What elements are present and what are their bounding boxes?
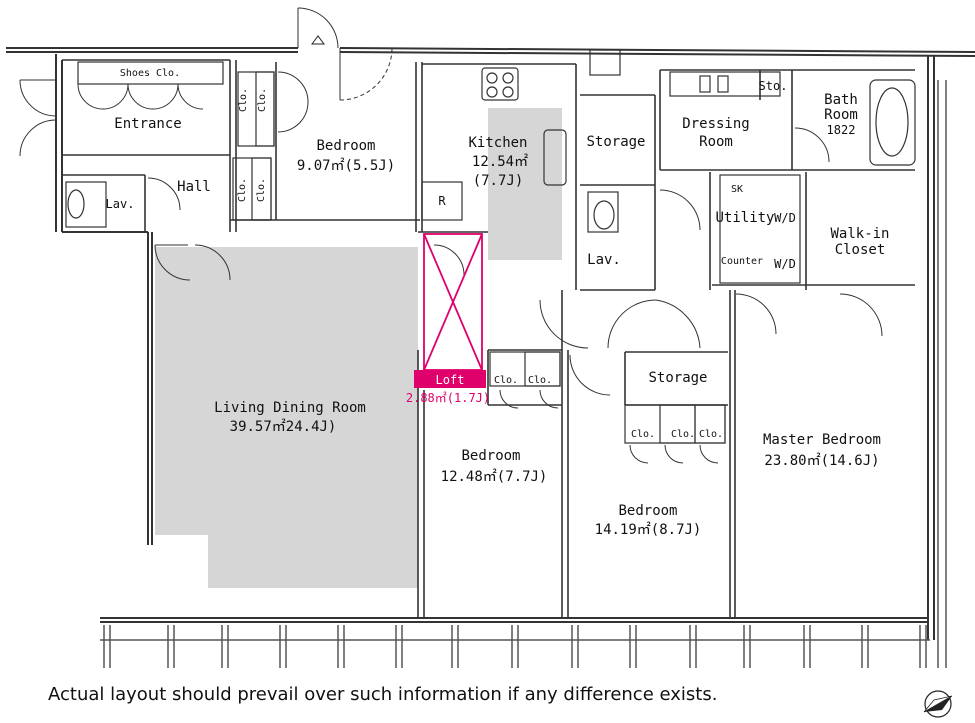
loft-name: Loft — [436, 373, 465, 387]
clo-label-7: Clo. — [631, 429, 655, 440]
interior-walls — [62, 59, 915, 618]
kitchen-name: Kitchen — [468, 135, 527, 151]
bedroom-1-name: Bedroom — [316, 138, 375, 154]
bedroom-2-area: 12.48㎡(7.7J) — [441, 469, 548, 485]
utility-label: Utility — [715, 210, 774, 226]
entrance-arrow-icon — [311, 35, 325, 45]
bath-label-2: Room — [824, 107, 858, 123]
bedroom-1-area: 9.07㎡(5.5J) — [297, 158, 395, 174]
bath-label-3: 1822 — [827, 123, 856, 137]
bedroom-3-name: Bedroom — [618, 503, 677, 519]
storage-top-label: Storage — [586, 134, 645, 150]
door-swings — [19, 7, 883, 464]
loft-area: 2.88㎡(1.7J) — [406, 391, 490, 405]
dressing-label-2: Room — [699, 134, 733, 150]
counter-label: Counter — [721, 256, 763, 267]
kitchen-area: 12.54㎡ — [472, 154, 528, 170]
clo-label-3: Clo. — [237, 178, 248, 202]
clo-label-2: Clo. — [257, 88, 268, 112]
bedroom-3-area: 14.19㎡(8.7J) — [595, 522, 702, 538]
clo-label-5: Clo. — [494, 375, 518, 386]
fixtures — [65, 49, 916, 233]
living-name: Living Dining Room — [214, 400, 366, 416]
dressing-label-1: Dressing — [682, 116, 749, 132]
lav-center-label: Lav. — [587, 252, 621, 268]
sk-label: SK — [731, 184, 743, 195]
wd-label-2: W/D — [774, 257, 796, 271]
north-arrow-icon — [923, 690, 953, 718]
walkin-label-1: Walk-in — [830, 226, 889, 242]
master-bedroom-area: 23.80㎡(14.6J) — [764, 453, 879, 469]
clo-label-6: Clo. — [528, 375, 552, 386]
outer-walls — [6, 47, 975, 640]
storage-mid-label: Storage — [648, 370, 707, 386]
clo-label-1: Clo. — [238, 88, 249, 112]
disclaimer-note: Actual layout should prevail over such i… — [48, 684, 718, 705]
bedroom-2-name: Bedroom — [461, 448, 520, 464]
balcony-railing — [100, 80, 947, 668]
wd-label-1: W/D — [774, 211, 796, 225]
sto-label: Sto. — [759, 79, 788, 93]
entrance-label: Entrance — [114, 116, 181, 132]
loft-marker — [423, 233, 483, 371]
living-area: 39.57㎡24.4J) — [230, 419, 337, 435]
clo-label-9: Clo. — [699, 429, 723, 440]
lav-left-label: Lav. — [106, 197, 135, 211]
shoes-closet-label: Shoes Clo. — [120, 68, 180, 79]
clo-label-8: Clo. — [671, 429, 695, 440]
master-bedroom-name: Master Bedroom — [763, 432, 881, 448]
clo-label-4: Clo. — [256, 178, 267, 202]
walkin-label-2: Closet — [835, 242, 886, 258]
hall-label: Hall — [177, 179, 211, 195]
loft-label-bg — [414, 370, 486, 388]
closets — [77, 61, 801, 444]
kitchen-jo: (7.7J) — [473, 173, 524, 189]
bath-label-1: Bath — [824, 92, 858, 108]
refrigerator-label: R — [438, 194, 446, 208]
